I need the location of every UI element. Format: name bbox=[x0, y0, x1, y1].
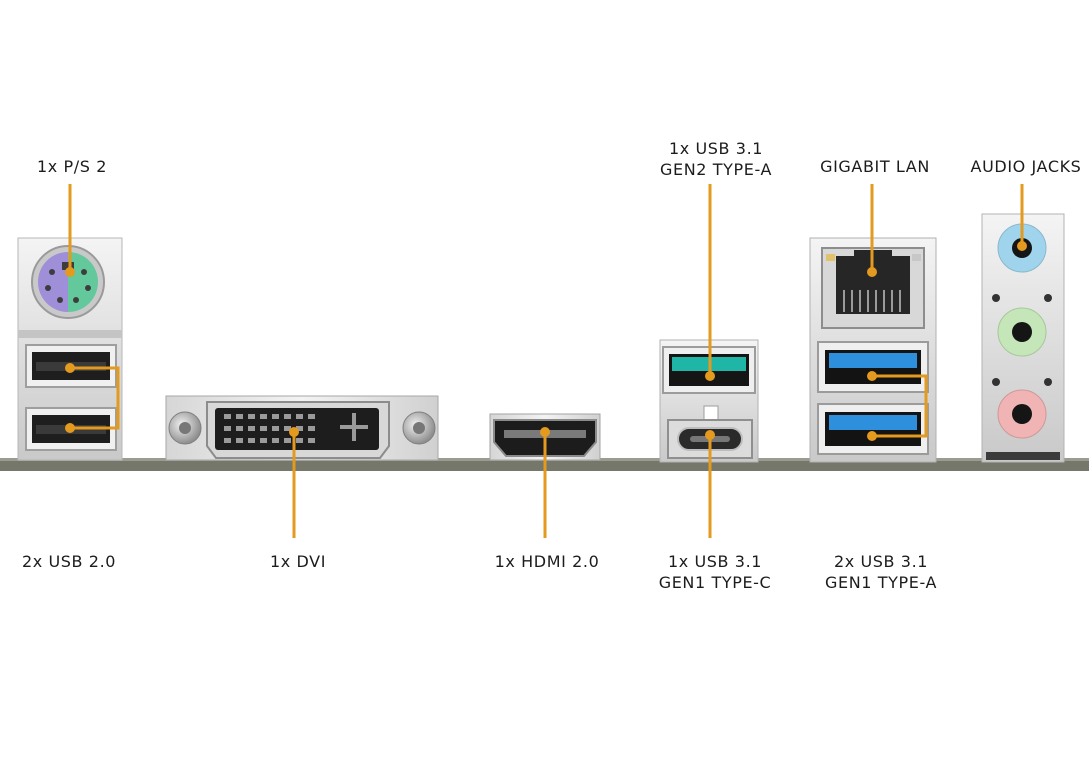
label-dvi: 1x DVI bbox=[269, 552, 327, 571]
label-usb31-typec: 1x USB 3.1 GEN1 TYPE-C bbox=[659, 551, 772, 593]
rj45-port-icon bbox=[821, 247, 925, 329]
label-usb20: 2x USB 2.0 bbox=[21, 552, 117, 571]
label-usb31-typec-line2: GEN1 TYPE-C bbox=[658, 573, 772, 592]
label-lan: GIGABIT LAN bbox=[820, 157, 930, 176]
label-usb31-gen1-line2: GEN1 TYPE-A bbox=[824, 573, 938, 592]
label-audio: AUDIO JACKS bbox=[970, 157, 1082, 176]
label-ps2: 1x P/S 2 bbox=[37, 157, 107, 176]
dvi-port bbox=[165, 395, 439, 461]
usb-gen2-typec-stack bbox=[659, 339, 759, 463]
label-usb31-gen2-line1: 1x USB 3.1 bbox=[668, 139, 764, 158]
label-usb31-gen1: 2x USB 3.1 GEN1 TYPE-A bbox=[825, 551, 937, 593]
leader-usb-gen1 bbox=[872, 374, 928, 438]
screw-icon bbox=[402, 411, 436, 445]
audio-stack bbox=[981, 213, 1065, 463]
label-usb31-typec-line1: 1x USB 3.1 bbox=[667, 552, 763, 571]
usb-port-icon bbox=[817, 403, 929, 455]
audio-jack-icon bbox=[997, 389, 1047, 439]
ps2-port-icon bbox=[31, 245, 105, 319]
label-hdmi: 1x HDMI 2.0 bbox=[494, 552, 600, 571]
screw-icon bbox=[168, 411, 202, 445]
label-usb31-gen1-line1: 2x USB 3.1 bbox=[833, 552, 929, 571]
audio-jack-icon bbox=[997, 307, 1047, 357]
label-usb31-gen2-line2: GEN2 TYPE-A bbox=[659, 160, 773, 179]
leader-lines bbox=[68, 184, 1024, 538]
usb-port-icon bbox=[817, 341, 929, 393]
leader-usb20 bbox=[70, 366, 120, 430]
label-usb31-gen2: 1x USB 3.1 GEN2 TYPE-A bbox=[660, 138, 772, 180]
